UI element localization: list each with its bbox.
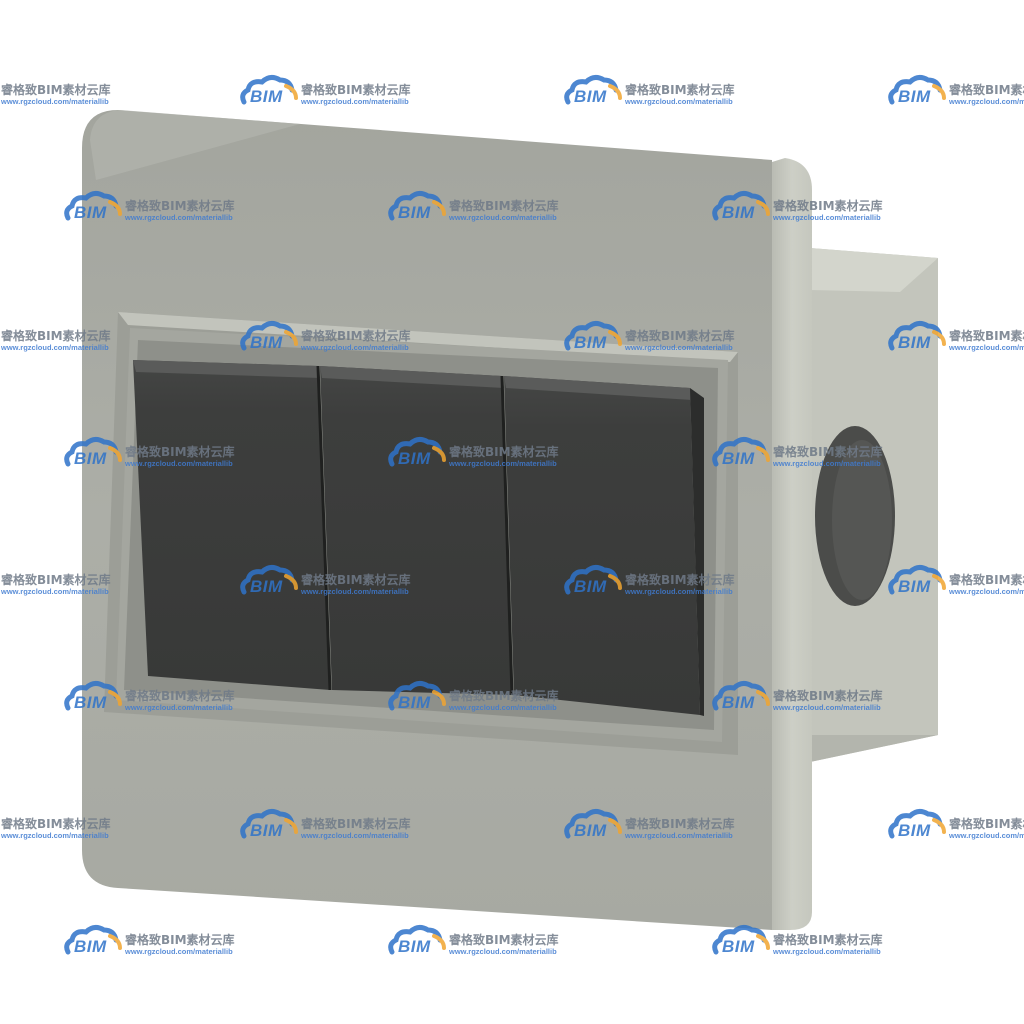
rocker-switch-3[interactable] <box>504 376 704 716</box>
rocker-switch-2[interactable] <box>320 366 514 696</box>
rocker-switch-1[interactable] <box>133 360 332 691</box>
back-box <box>810 248 938 762</box>
rocker-group <box>133 360 704 716</box>
plate-side <box>772 158 812 930</box>
